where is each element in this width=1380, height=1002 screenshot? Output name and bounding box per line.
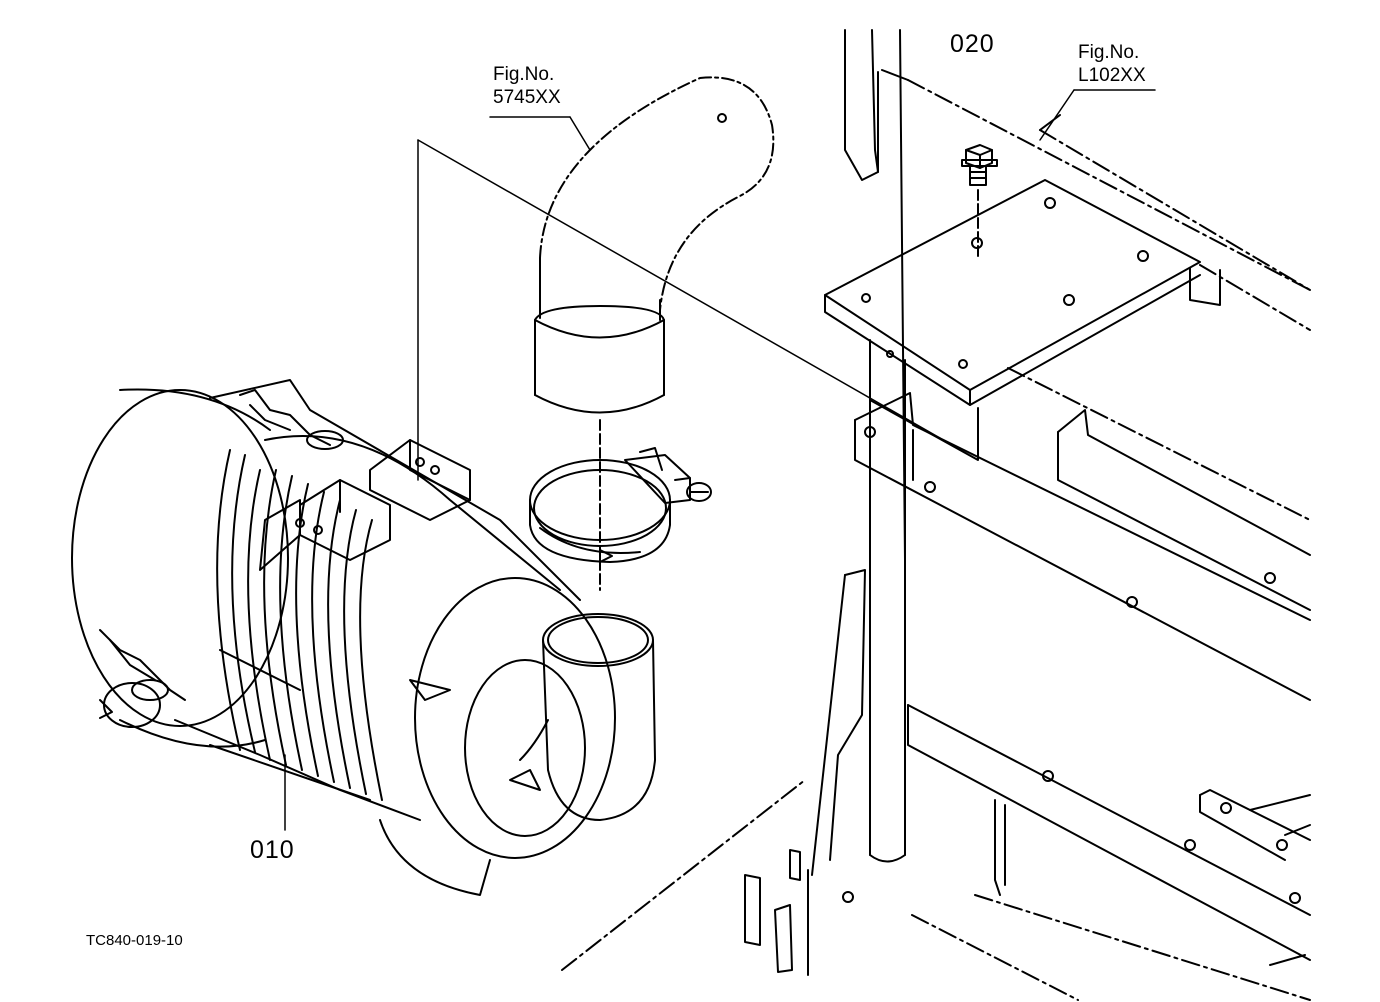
frame-structure [561, 29, 1311, 1001]
bolt-020-drawing [961, 144, 998, 259]
figure-reference-label: Fig.No. [493, 64, 555, 85]
air-cleaner-drawing [71, 379, 656, 896]
drawing-code: TC840-019-10 [86, 932, 183, 949]
figure-reference-number: 5745XX [493, 87, 561, 108]
part-number-020: 020 [950, 30, 995, 58]
figure-reference-5745XX: Fig.No. 5745XX [493, 63, 561, 109]
figure-reference-number: L102XX [1078, 65, 1146, 86]
figure-reference-label: Fig.No. [1078, 42, 1140, 63]
leader-lines [284, 89, 1156, 831]
part-number-010: 010 [250, 836, 295, 864]
hose-elbow-drawing [534, 76, 775, 591]
figure-reference-L102XX: Fig.No. L102XX [1078, 41, 1146, 87]
hose-clamp-drawing [529, 447, 712, 563]
